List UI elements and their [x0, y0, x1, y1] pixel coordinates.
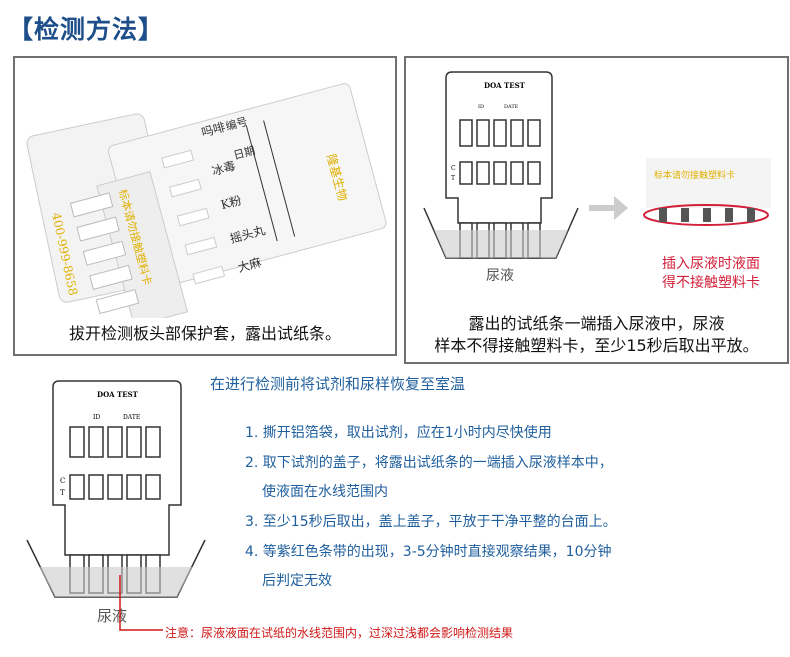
pointer-line [119, 575, 163, 631]
instruction-step: 2. 取下试剂的盖子，将露出试纸条的一端插入尿液样本中， [245, 455, 613, 471]
dip-illustration: DOA TEST ID DATE C T 尿液 标本请勿接触塑料卡 [423, 71, 771, 284]
card-title: DOA TEST [484, 81, 526, 90]
highlight-ring [643, 204, 769, 226]
section-title: 【检测方法】 [8, 15, 165, 44]
strip-warning: 标本请勿接触塑料卡 [654, 169, 735, 181]
id-label: ID [478, 104, 484, 110]
c-label: C [60, 477, 65, 485]
t-label: T [60, 489, 65, 497]
id-label: ID [93, 414, 100, 421]
t-label: T [451, 175, 455, 182]
instruction-step: 后判定无效 [262, 573, 332, 589]
c-label: C [451, 165, 456, 172]
card-label: K粉 [219, 193, 243, 212]
card-label: 大麻 [236, 254, 263, 275]
cup-label: 尿液 [486, 268, 514, 284]
red-note-line-2: 得不接触塑料卡 [662, 275, 760, 291]
card-water-line-diagram: DOA TEST ID DATE C T 尿液 [26, 380, 206, 631]
cup-label: 尿液 [97, 607, 127, 625]
card-label: 吗啡 [200, 120, 227, 140]
test-card-illustration: 400-999-8658 隆基生物 标本请勿接触塑料卡 吗啡 冰毒 K粉 摇头丸… [26, 83, 387, 318]
card-label: 日期 [232, 144, 257, 162]
step-panel-remove-cap: 400-999-8658 隆基生物 标本请勿接触塑料卡 吗啡 冰毒 K粉 摇头丸… [13, 56, 397, 356]
panel-caption-line-2: 样本不得接触塑料卡，至少15秒后取出平放。 [434, 336, 759, 355]
instruction-step: 3. 至少15秒后取出，盖上盖子，平放于干净平整的台面上。 [245, 514, 617, 530]
step-panel-dip: DOA TEST ID DATE C T 尿液 标本请勿接触塑料卡 插入尿液时液… [404, 56, 789, 364]
card-label: 冰毒 [210, 159, 237, 179]
instructions-intro: 在进行检测前将试剂和尿样恢复至室温 [210, 375, 466, 393]
red-note-line-1: 插入尿液时液面 [662, 256, 760, 272]
panel-caption: 拔开检测板头部保护套，露出试纸条。 [68, 324, 341, 343]
warning-note: 注意：尿液液面在试纸的水线范围内，过深过浅都会影响检测结果 [165, 626, 514, 640]
instruction-step: 1. 撕开铝箔袋，取出试剂，应在1小时内尽快使用 [245, 425, 552, 441]
instruction-step: 使液面在水线范围内 [262, 484, 388, 500]
date-label: DATE [123, 414, 140, 421]
card-title: DOA TEST [97, 390, 139, 399]
date-label: DATE [504, 104, 519, 110]
panel-caption-line-1: 露出的试纸条一端插入尿液中，尿液 [468, 314, 725, 333]
instruction-step: 4. 等紫红色条带的出现，3-5分钟时直接观察结果，10分钟 [245, 544, 612, 560]
card-label: 编号 [224, 114, 249, 133]
